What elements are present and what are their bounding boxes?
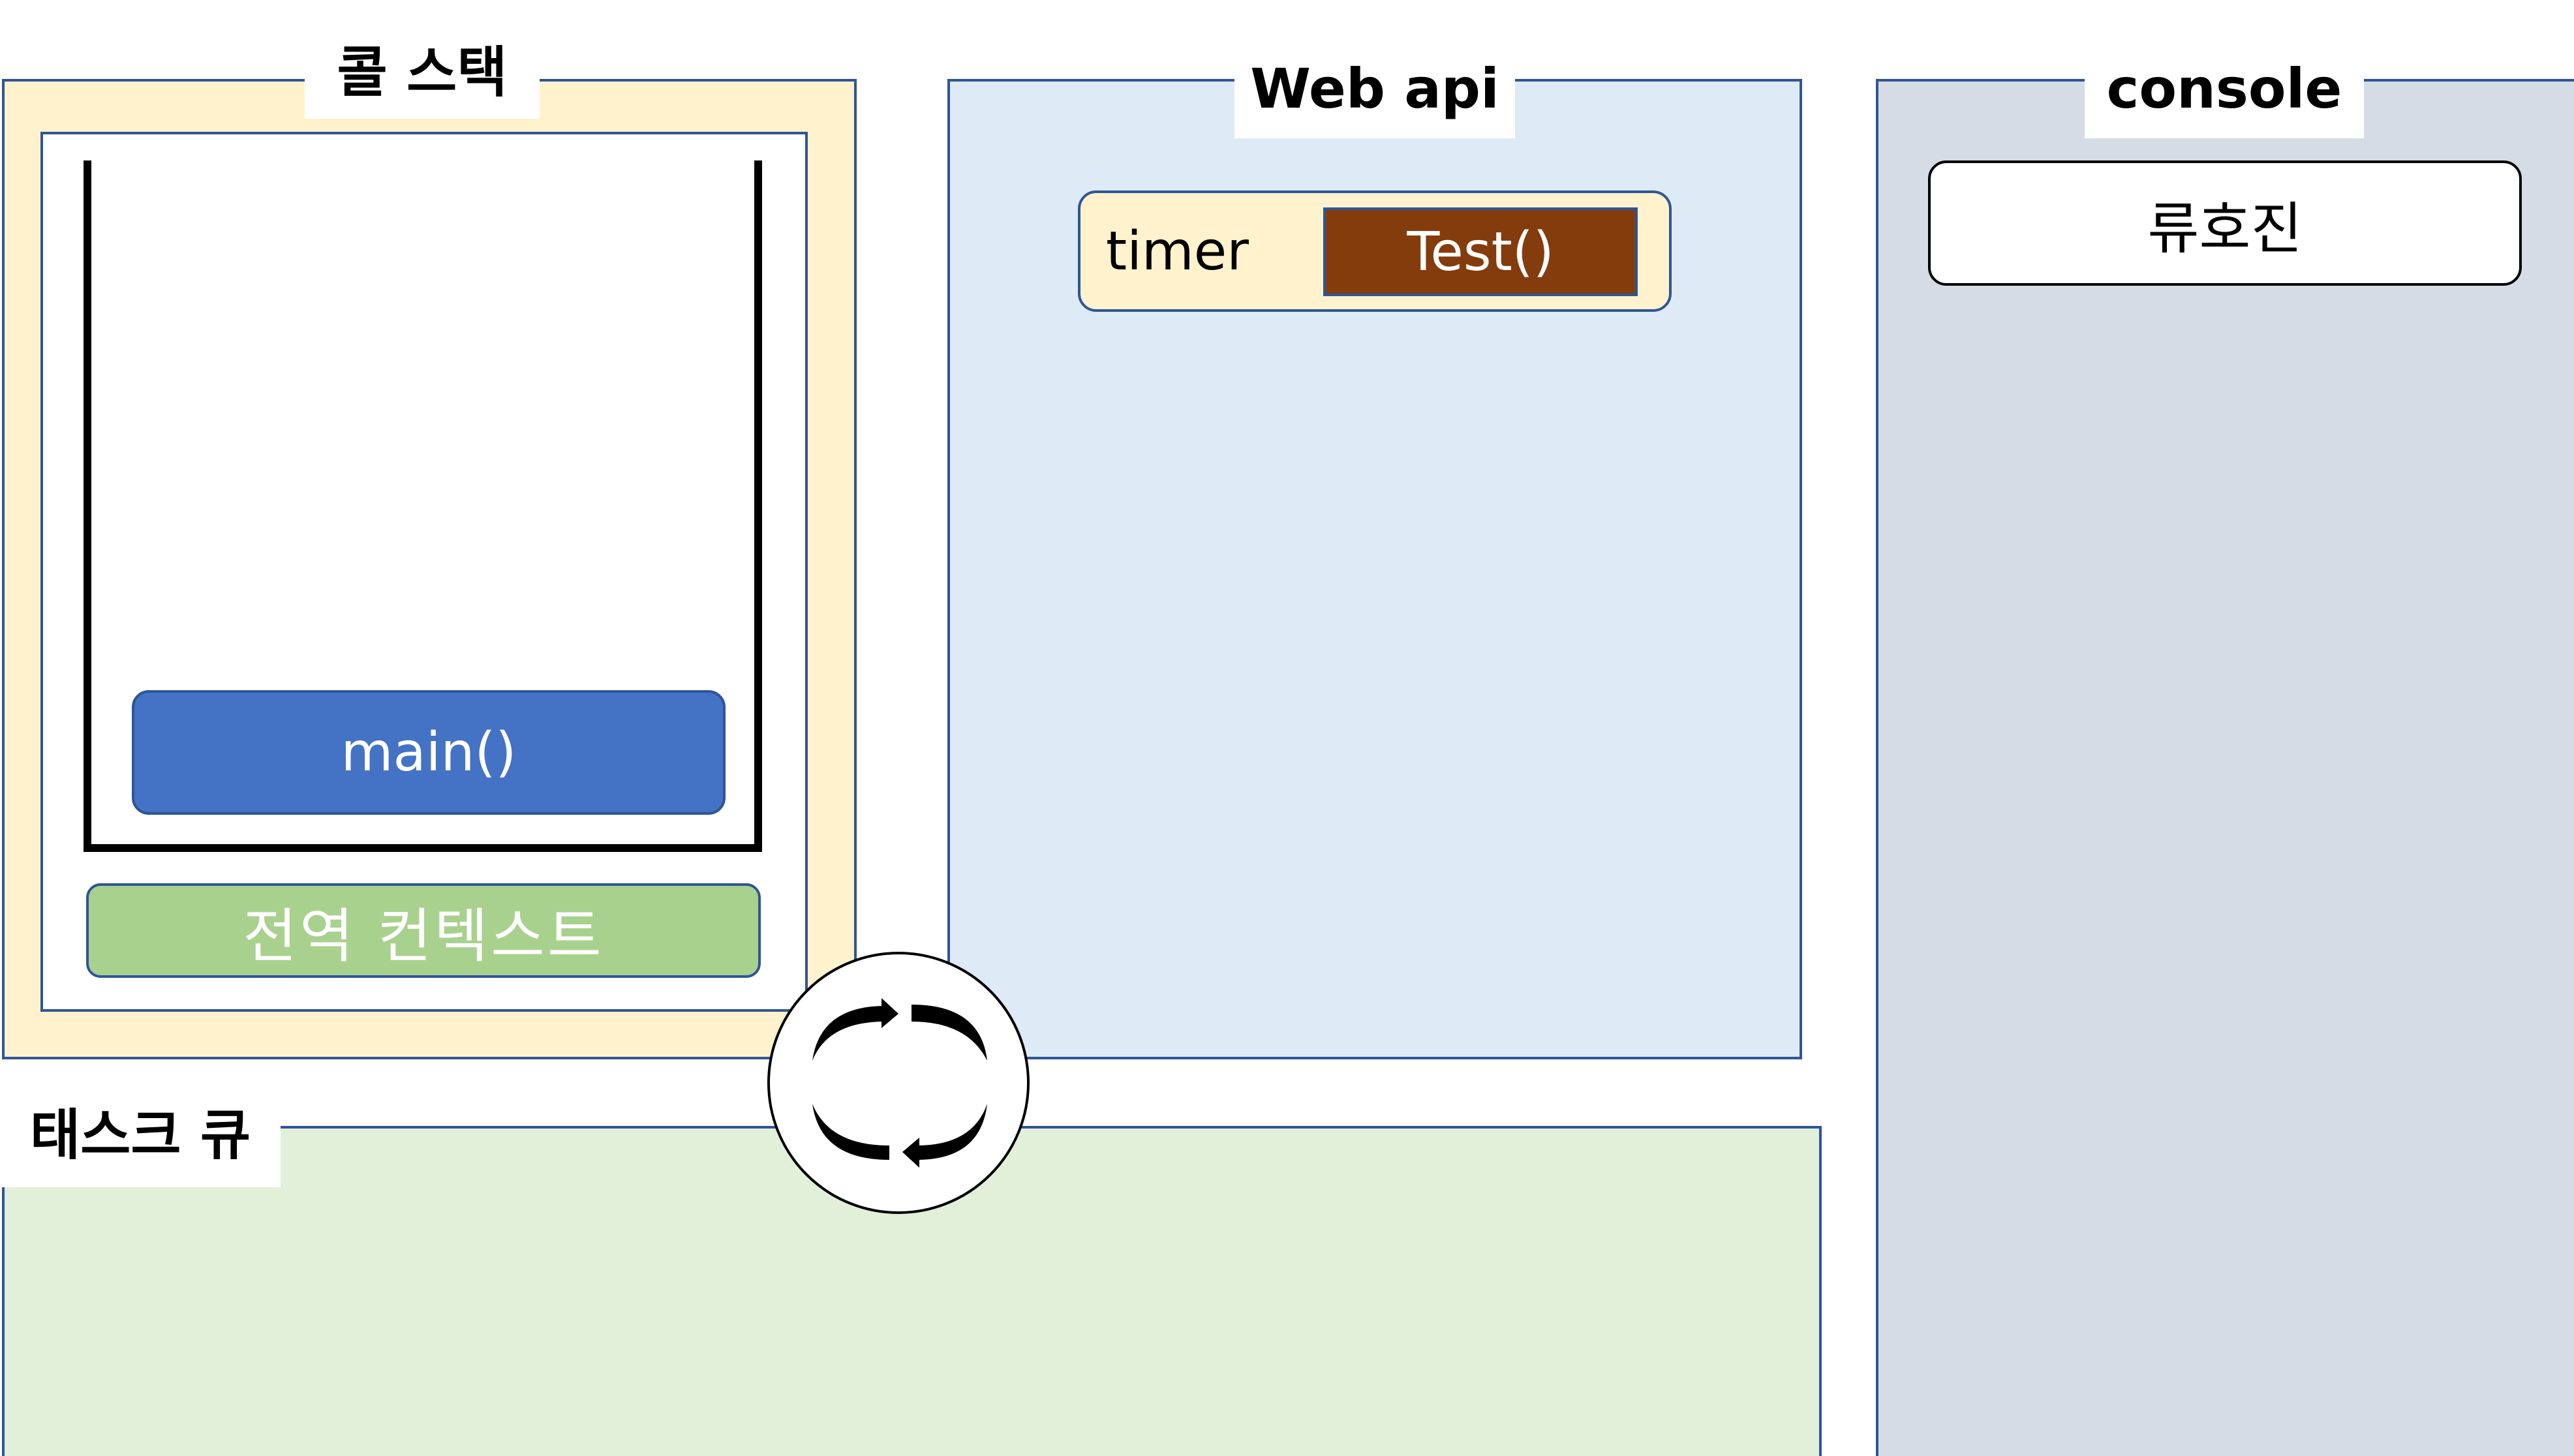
console-output-line: 류호진 xyxy=(1928,160,2522,286)
stack-container xyxy=(84,160,762,852)
call-stack-inner-frame xyxy=(40,132,808,1012)
task-queue-title: 태스크 큐 xyxy=(0,1083,281,1187)
global-context: 전역 컨텍스트 xyxy=(86,883,761,978)
web-api-title: Web api xyxy=(1234,39,1515,138)
call-stack-title: 콜 스택 xyxy=(305,26,540,119)
stack-frame-main: main() xyxy=(132,690,726,815)
console-panel xyxy=(1876,79,2574,1456)
timer-label: timer xyxy=(1106,220,1249,282)
timer-callback: Test() xyxy=(1323,207,1638,296)
console-title: console xyxy=(2085,39,2364,138)
event-loop-cycle-icon xyxy=(767,952,1030,1214)
